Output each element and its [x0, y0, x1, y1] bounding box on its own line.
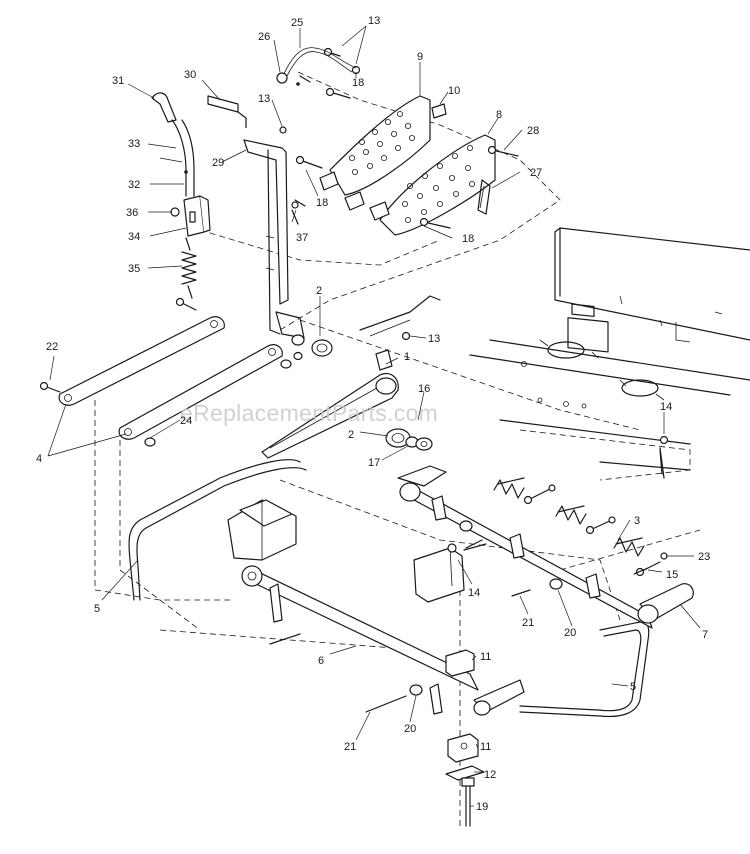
- spring-35: [181, 237, 197, 299]
- callout-27: 27: [530, 167, 542, 179]
- callout-13: 13: [258, 93, 270, 105]
- clevis-11-lower: [447, 733, 479, 763]
- callout-10: 10: [448, 85, 460, 97]
- callout-14: 14: [660, 401, 672, 413]
- callout-37: 37: [296, 232, 308, 244]
- callout-18: 18: [462, 233, 474, 245]
- bushing-2-upper: [291, 334, 333, 357]
- lift-arm-1: [261, 295, 441, 459]
- pin-14-upper: [659, 435, 669, 475]
- callout-8: 8: [496, 109, 502, 121]
- callout-18: 18: [352, 77, 364, 89]
- callout-21: 21: [344, 741, 356, 753]
- callout-13: 13: [428, 333, 440, 345]
- latch-27: [477, 179, 491, 215]
- hardware-bolts: [279, 47, 519, 229]
- callout-20: 20: [404, 723, 416, 735]
- callout-23: 23: [698, 551, 710, 563]
- callout-13: 13: [368, 15, 380, 27]
- bushing-2-lower: [385, 428, 419, 448]
- link-4-lower: [118, 344, 283, 440]
- bracket-30: [207, 95, 247, 128]
- cross-shaft-6: [227, 499, 525, 716]
- callout-5: 5: [630, 681, 636, 693]
- callout-11: 11: [480, 741, 491, 753]
- frame-chassis: [469, 227, 750, 479]
- callout-22: 22: [46, 341, 58, 353]
- callout-14: 14: [468, 587, 480, 599]
- callout-leaders: [47, 25, 701, 807]
- callout-4: 4: [36, 453, 42, 465]
- callout-6: 6: [318, 655, 324, 667]
- callout-12: 12: [484, 769, 496, 781]
- callout-31: 31: [112, 75, 124, 87]
- callout-11: 11: [480, 651, 491, 663]
- callout-36: 36: [126, 207, 138, 219]
- upper-shaft-7: [397, 465, 694, 629]
- callout-5: 5: [94, 603, 100, 615]
- callout-labels: 25 13 26 18 9 30 31 13 10 8 28 33 29 27 …: [36, 15, 710, 813]
- callout-3: 3: [634, 515, 640, 527]
- set-screw-36: [170, 207, 180, 217]
- foot-bar-5: [128, 459, 650, 718]
- callout-28: 28: [527, 125, 539, 137]
- watermark-text: eReplacementParts.com: [180, 400, 438, 426]
- shift-lever-31: [151, 92, 195, 197]
- callout-34: 34: [128, 231, 140, 243]
- bolt-15: [633, 567, 649, 575]
- callout-30: 30: [184, 69, 196, 81]
- cable-25: [276, 47, 357, 86]
- washer-17: [415, 437, 433, 451]
- link-hardware: [39, 297, 411, 447]
- link-4-upper: [58, 316, 225, 406]
- bolt-19: [461, 777, 475, 827]
- callout-7: 7: [702, 629, 708, 641]
- plate-spacers: [319, 103, 447, 221]
- callout-26: 26: [258, 31, 270, 43]
- lever-block-34: [183, 195, 211, 237]
- callout-18: 18: [316, 197, 328, 209]
- callout-16: 16: [418, 383, 430, 395]
- callout-2: 2: [348, 429, 354, 441]
- callout-9: 9: [417, 51, 423, 63]
- callout-29: 29: [212, 157, 224, 169]
- spring-3: [493, 477, 645, 557]
- cotter-pins-21: [269, 543, 531, 713]
- upright-lever-29: [243, 139, 305, 339]
- callout-17: 17: [368, 457, 380, 469]
- pivot-plate-9: [329, 95, 431, 196]
- callout-19: 19: [476, 801, 488, 813]
- callout-25: 25: [291, 17, 303, 29]
- plate-12: [445, 765, 485, 781]
- pivot-plate-8: [379, 134, 496, 236]
- callout-1: 1: [404, 351, 410, 363]
- callout-21: 21: [522, 617, 534, 629]
- callout-2: 2: [316, 285, 322, 297]
- callout-35: 35: [128, 263, 140, 275]
- callout-24: 24: [180, 415, 192, 427]
- callout-15: 15: [666, 569, 678, 581]
- clevis-11-upper: [445, 649, 475, 677]
- callout-32: 32: [128, 179, 140, 191]
- callout-20: 20: [564, 627, 576, 639]
- pedal-bracket: [413, 539, 483, 603]
- callout-33: 33: [128, 138, 140, 150]
- washers-20: [409, 520, 563, 696]
